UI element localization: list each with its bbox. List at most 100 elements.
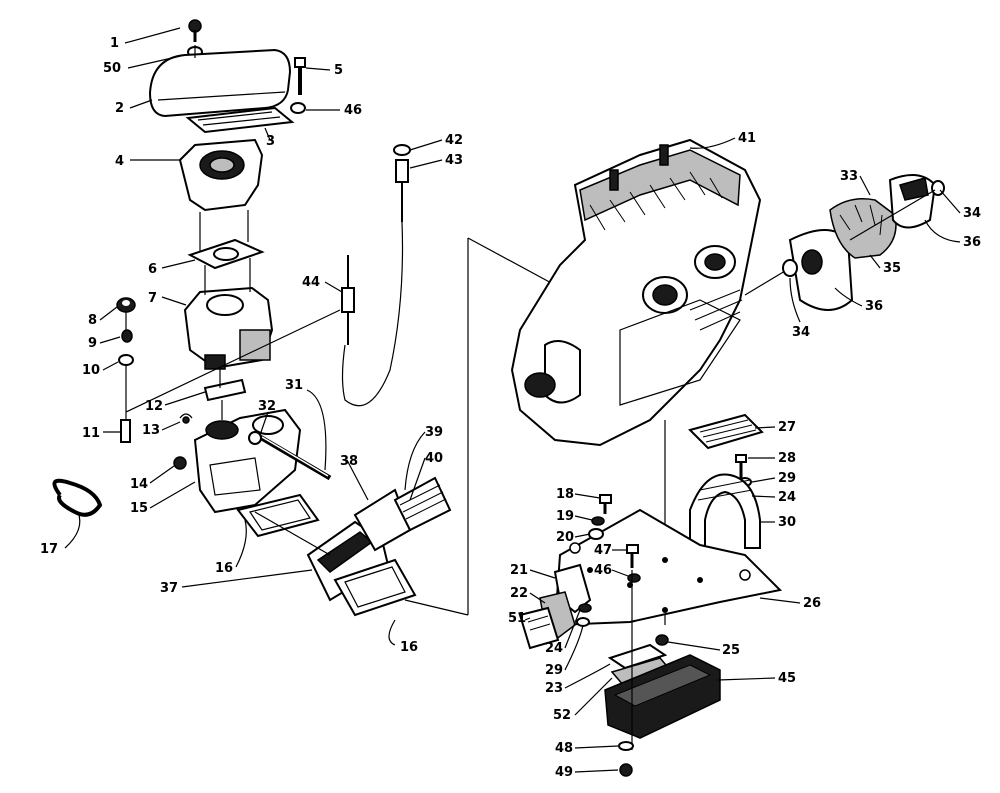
callout-41: 41 <box>738 131 756 146</box>
part-washer-48 <box>618 741 634 751</box>
callout-15: 15 <box>130 501 148 516</box>
callout-3: 3 <box>266 134 275 149</box>
callout-47: 47 <box>594 543 612 558</box>
part-intake-manifold-15 <box>193 408 302 514</box>
callout-31: 31 <box>285 378 303 393</box>
callout-6: 6 <box>148 262 157 277</box>
callout-24-upper: 24 <box>778 490 796 505</box>
callout-50: 50 <box>103 61 121 76</box>
callout-10: 10 <box>82 363 100 378</box>
part-washer-29-lower <box>576 617 590 627</box>
part-washer-10 <box>118 354 134 366</box>
part-filter-3 <box>185 106 295 134</box>
part-clamp-17 <box>52 478 103 517</box>
part-washer-32 <box>248 431 262 445</box>
part-gasket-12 <box>203 378 247 402</box>
part-bolt-18 <box>599 494 612 514</box>
part-screw-1 <box>188 19 202 42</box>
callout-16-lower: 16 <box>400 640 418 655</box>
part-bolt-47 <box>626 544 639 568</box>
callout-29-upper: 29 <box>778 471 796 486</box>
part-bolt-5 <box>294 57 306 95</box>
part-decal-27 <box>688 413 764 450</box>
part-nut-25 <box>655 634 669 646</box>
part-gasket-16-upper <box>236 493 320 538</box>
callout-4: 4 <box>115 154 124 169</box>
callout-16-upper: 16 <box>215 561 233 576</box>
callout-2: 2 <box>115 101 124 116</box>
part-washer-19 <box>591 516 605 526</box>
part-nut-14 <box>173 456 187 470</box>
part-washer-34-lower <box>782 259 798 277</box>
part-bracket-30 <box>689 473 761 549</box>
part-washer-20 <box>588 528 604 540</box>
callout-44: 44 <box>302 275 320 290</box>
callout-49: 49 <box>555 765 573 780</box>
callout-5: 5 <box>334 63 343 78</box>
part-pad-23 <box>607 643 668 670</box>
part-clip-9 <box>121 329 133 343</box>
callout-8: 8 <box>88 313 97 328</box>
callout-45: 45 <box>778 671 796 686</box>
part-fitting-13 <box>179 413 193 424</box>
callout-48: 48 <box>555 741 573 756</box>
callout-46-lower: 46 <box>594 563 612 578</box>
callout-22: 22 <box>510 586 528 601</box>
callout-40: 40 <box>425 451 443 466</box>
callout-37: 37 <box>160 581 178 596</box>
callout-28: 28 <box>778 451 796 466</box>
callout-19: 19 <box>556 509 574 524</box>
part-gasket-6 <box>187 238 265 270</box>
callout-7: 7 <box>148 291 157 306</box>
callout-13: 13 <box>142 423 160 438</box>
callout-labels: 1 50 2 3 4 5 46 6 7 8 9 10 11 12 13 14 1… <box>40 36 981 780</box>
callout-42: 42 <box>445 133 463 148</box>
callout-27: 27 <box>778 420 796 435</box>
part-lockwasher-24-lower <box>578 603 592 613</box>
engine-shaft-line <box>744 267 791 296</box>
callout-34-lower: 34 <box>792 325 810 340</box>
callout-39: 39 <box>425 425 443 440</box>
callout-21: 21 <box>510 563 528 578</box>
callout-38: 38 <box>340 454 358 469</box>
part-reed-petals-39-40 <box>393 476 452 532</box>
callout-9: 9 <box>88 336 97 351</box>
coupling-axis <box>849 189 936 241</box>
callout-43: 43 <box>445 153 463 168</box>
callout-29-lower: 29 <box>545 663 563 678</box>
callout-1: 1 <box>110 36 119 51</box>
callout-35: 35 <box>883 261 901 276</box>
part-reed-block-37 <box>306 520 390 602</box>
callout-46-top: 46 <box>344 103 362 118</box>
part-nut-49 <box>619 763 633 777</box>
part-cable-44 <box>341 255 355 345</box>
callout-34-upper: 34 <box>963 206 981 221</box>
part-gasket-16-lower <box>333 558 417 617</box>
callout-24-lower: 24 <box>545 641 563 656</box>
callout-20: 20 <box>556 530 574 545</box>
part-drive-flange-36-upper <box>888 174 937 229</box>
callout-51: 51 <box>508 611 526 626</box>
callout-36-lower: 36 <box>865 299 883 314</box>
callout-52: 52 <box>553 708 571 723</box>
part-airbox-cover-2 <box>148 48 292 118</box>
callout-23: 23 <box>545 681 563 696</box>
callout-32: 32 <box>258 399 276 414</box>
part-mount-block-45 <box>604 654 721 739</box>
callout-11: 11 <box>82 426 100 441</box>
callout-30: 30 <box>778 515 796 530</box>
part-stud-31 <box>258 434 332 481</box>
callout-26: 26 <box>803 596 821 611</box>
callout-18: 18 <box>556 487 574 502</box>
part-coupler-35 <box>829 198 897 259</box>
part-washer-46 <box>290 102 306 114</box>
callout-12: 12 <box>145 399 163 414</box>
callout-36-upper: 36 <box>963 235 981 250</box>
callout-33: 33 <box>840 169 858 184</box>
leader-lines <box>64 27 961 773</box>
callout-17: 17 <box>40 542 58 557</box>
part-carburetor-7 <box>183 286 274 370</box>
part-pin-11 <box>120 419 131 443</box>
callout-25: 25 <box>722 643 740 658</box>
